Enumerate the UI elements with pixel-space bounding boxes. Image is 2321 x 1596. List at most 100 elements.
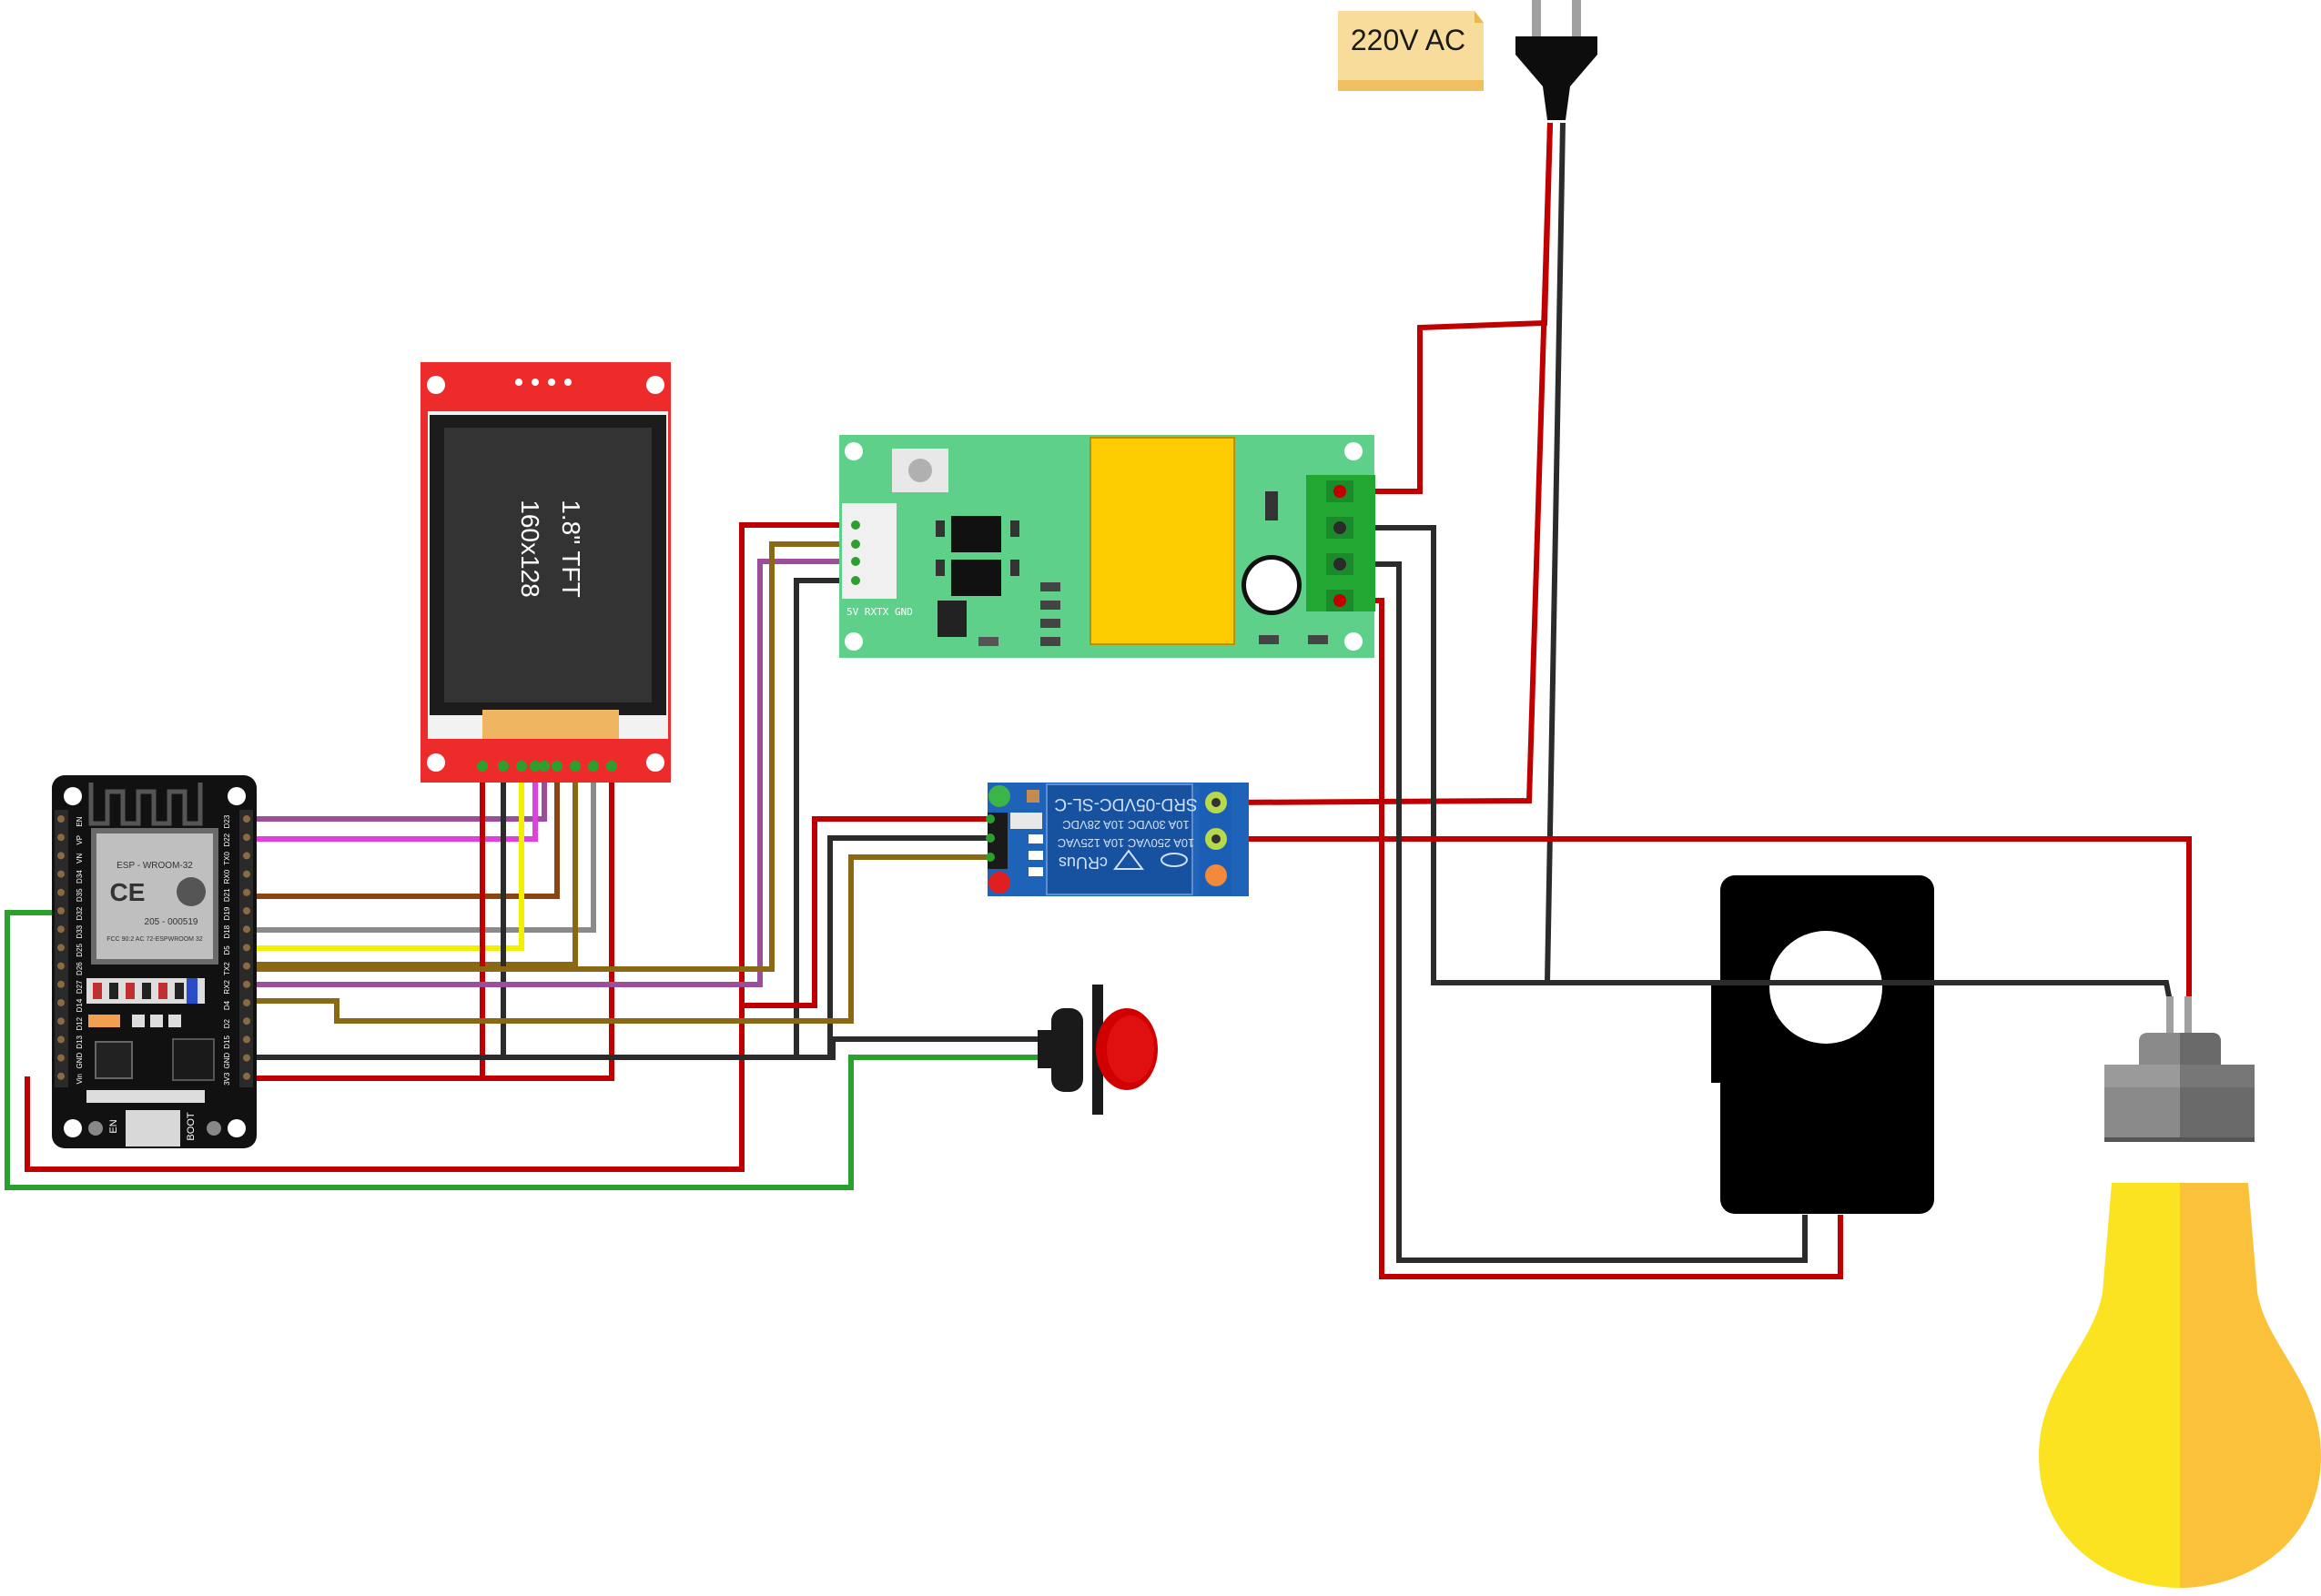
esp32-right-pin-label: D19 [223,906,231,920]
esp32-left-pin-label: D33 [76,924,84,938]
esp32-right-pin-label: D4 [223,1000,231,1010]
esp32-module-name: ESP - WROOM-32 [117,861,193,871]
esp32-cert-1: 205 - 000519 [145,917,198,927]
ce-mark: CE [110,878,146,906]
relay-text-4: cRUus [1059,854,1108,872]
esp32-left-pin-label: D14 [76,998,84,1012]
esp32-right-pin-dot [243,1017,250,1025]
esp32-left-pin-dot [57,999,65,1006]
ac-plug [1515,0,1597,120]
esp32-left-pin-dot [57,870,65,878]
wire-relay-gnd [796,835,988,1060]
esp32-left-pin-dot [57,888,65,896]
esp32-right-pin-label: D5 [223,945,231,955]
esp32-left-pin-dot [57,907,65,914]
ct-clamp-sensor [1711,875,1934,1214]
esp32-right-pin-label: D21 [223,888,231,902]
relay-module: SRD-05VDC-SL-C 10A 30VDC 10A 28VDC 10A 2… [986,783,1249,896]
esp32-left-pin-label: VN [76,854,84,864]
esp32-right-pin-dot [243,944,250,952]
esp32-right-pin-label: RX2 [223,979,231,994]
wire-relay-in [246,854,988,1024]
esp32-left-pin-label: D32 [76,906,84,920]
relay-text-2: 10A 30VDC 10A 28VDC [1062,818,1189,832]
wires [5,122,2192,1279]
esp32-left-pin-dot [57,1017,65,1025]
esp32-left-pin-label: Vin [76,1074,84,1084]
esp32-right-pin-label: D22 [223,833,231,846]
esp32-right-pin-dot [243,870,250,878]
esp32-right-pin-dot [243,852,250,860]
wire-tft-led [482,760,614,1081]
wire-tft-4 [246,760,596,933]
light-bulb [2039,996,2321,1588]
esp32-left-pin-label: D34 [76,870,84,884]
esp32-left-pin-label: D13 [76,1035,84,1049]
esp32-left-pin-dot [57,1072,65,1080]
esp32-right-pin-dot [243,1035,250,1044]
wire-relay-to-bulb-red [1224,836,2192,1005]
wire-mains-red [1345,122,1553,494]
wire-pzem-tx [246,541,856,972]
esp32-left-pin-dot [57,925,65,934]
esp32-left-pin-dot [57,980,65,988]
esp32-right-pin-dot [243,907,250,914]
esp32-right-pin-dot [243,888,250,896]
esp32-right-pin-label: D2 [223,1019,231,1029]
esp32-left-pin-dot [57,962,65,970]
relay-text-1: SRD-05VDC-SL-C [1054,794,1197,813]
wire-mains-red-to-relay [1223,122,1553,805]
esp32-left-pin-label: D25 [76,944,84,957]
esp32-right-pin-label: RX0 [223,869,231,884]
esp32-right-pin-dot [243,1054,250,1062]
wire-button-signal [5,910,1042,1190]
wire-pzem-rx [246,559,856,987]
esp32-right-pin-label: GND [223,1052,231,1068]
esp32-right-pin-label: 3V3 [223,1072,231,1086]
esp32-left-pin-label: VP [76,835,84,845]
esp32-right-pin-label: D15 [223,1035,231,1049]
power-label-text: 220V AC [1351,24,1465,56]
esp32-left-pin-label: D26 [76,962,84,975]
esp32-right-pin-label: D23 [223,814,231,828]
tft-display: 1.8" TFT 160x128 [421,362,671,783]
wire-tft-gnd [246,760,506,1060]
power-label: 220V AC [1338,11,1484,91]
wire-ct-black [1345,561,1808,1263]
wire-tft-2 [246,760,538,842]
esp32-right-pin-dot [243,815,250,823]
esp32-board: ESP - WROOM-32 CE 205 - 000519 FCC 90:2 … [52,775,257,1148]
esp32-cert-2: FCC 90:2 AC 72-ESPWROOM 32 [106,936,203,943]
esp32-right-pin-label: TX0 [223,852,231,865]
esp32-right-pin-dot [243,962,250,970]
wire-tft-3 [246,760,560,899]
esp32-right-pin-dot [243,925,250,934]
tft-header-pins [477,761,617,772]
esp32-right-pin-label: TX2 [223,962,231,975]
esp32-right-pin-dot [243,833,250,842]
esp32-left-pin-label: D35 [76,888,84,902]
wire-button-gnd [246,1036,1042,1060]
relay-text-3: 10A 250VAC 10A 125VAC [1058,836,1195,850]
pzem-pin-label: 5V RXTX GND [846,606,913,618]
wire-tft-5 [246,760,524,951]
wire-tft-vcc [246,760,485,1081]
wire-tft-6 [246,760,578,967]
tft-label-line2: 160x128 [516,500,544,597]
esp32-left-pin-dot [57,1054,65,1062]
esp32-left-pin-label: D12 [76,1016,84,1030]
esp32-en-label: EN [108,1119,119,1133]
wire-pzem-5v [25,522,856,1172]
esp32-left-pin-label: EN [76,816,84,826]
wire-relay-vcc [742,816,988,1008]
esp32-left-pin-dot [57,944,65,952]
esp32-left-pin-dot [57,1035,65,1044]
esp32-left-pin-dot [57,833,65,842]
tft-label-line1: 1.8" TFT [557,500,585,597]
esp32-left-pin-label: D27 [76,980,84,994]
esp32-right-pin-dot [243,980,250,988]
esp32-left-pin-label: GND [76,1052,84,1068]
esp32-right-pin-label: D18 [223,924,231,938]
push-button [1038,985,1158,1115]
